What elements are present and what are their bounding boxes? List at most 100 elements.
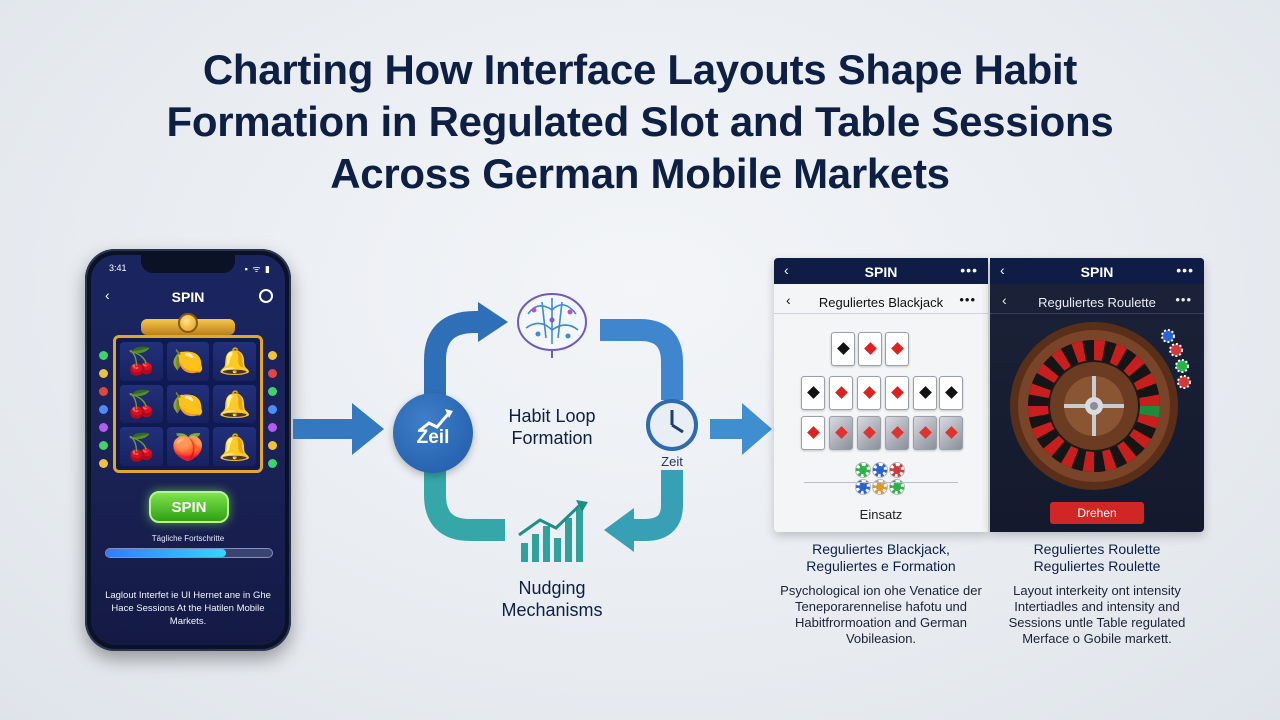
betting-chip[interactable] (890, 480, 904, 494)
right-indicator-dots (268, 351, 277, 468)
phone-caption: Laglout Interfet ie UI Hernet ane in Ghe… (105, 590, 271, 627)
blackjack-panel: ‹ SPIN ••• ‹ Reguliertes Blackjack ••• E… (774, 258, 988, 532)
loop-arc-top-right (600, 319, 683, 400)
stake-label: Einsatz (859, 507, 903, 522)
clock-icon (646, 399, 698, 451)
roulette-pocket (1051, 441, 1071, 464)
status-icons: ▪ ᯤ ▮ (244, 264, 271, 274)
back-icon[interactable]: ‹ (786, 292, 791, 308)
flow-arrow-left (293, 403, 384, 455)
roulette-pocket (1129, 429, 1152, 449)
roulette-pocket (1109, 343, 1127, 367)
more-icon[interactable]: ••• (959, 292, 976, 307)
progress-label: Tägliche Fortschritte (151, 534, 225, 543)
page-title: Charting How Interface Layouts Shape Hab… (0, 44, 1280, 200)
reel-symbol-bell-icon: 🔔 (213, 384, 256, 424)
playing-card (913, 416, 937, 450)
roulette-pocket (1031, 373, 1055, 391)
growth-chart-icon (418, 409, 453, 433)
roulette-wheel-icon (1010, 322, 1191, 490)
back-icon[interactable]: ‹ (105, 287, 110, 303)
roulette-pocket (1071, 449, 1087, 471)
loop-arc-top-left (424, 311, 482, 395)
betting-chip[interactable] (890, 463, 904, 477)
roulette-pocket (1117, 348, 1137, 371)
back-icon[interactable]: ‹ (1002, 292, 1007, 308)
phone-notch (141, 255, 235, 273)
roulette-topbar: ‹ SPIN ••• (990, 258, 1204, 284)
blackjack-caption-body: Psychological ion ohe Venatice der Tenep… (780, 583, 982, 646)
roulette-pocket (1029, 383, 1051, 399)
title-line-2: Formation in Regulated Slot and Table Se… (166, 98, 1114, 145)
more-icon[interactable]: ••• (1176, 262, 1194, 278)
menu-circle-icon[interactable] (259, 289, 273, 303)
topbar-title: SPIN (864, 264, 898, 280)
roulette-pocket (1061, 343, 1079, 367)
back-icon[interactable]: ‹ (784, 262, 789, 278)
roulette-pocket (1137, 413, 1159, 429)
nudging-line-1: Nudging (518, 578, 586, 598)
roulette-panel: ‹ SPIN ••• ‹ Reguliertes Roulette ••• Dr… (990, 258, 1204, 532)
roulette-caption-body: Layout interkeity ont intensity Intertia… (1008, 583, 1186, 646)
more-icon[interactable]: ••• (1175, 292, 1192, 307)
spin-button[interactable]: SPIN (149, 491, 229, 523)
status-time: 3:41 (109, 263, 127, 273)
roulette-pocket (1061, 445, 1079, 469)
roulette-subbar: ‹ Reguliertes Roulette ••• (990, 288, 1204, 314)
more-icon[interactable]: ••• (960, 262, 978, 278)
roulette-pocket (1082, 340, 1094, 361)
playing-card (857, 416, 881, 450)
playing-card (857, 376, 881, 410)
playing-card (885, 376, 909, 410)
roulette-pocket (1029, 413, 1051, 429)
roulette-pocket (1101, 341, 1117, 363)
habit-loop-line-1: Habit Loop (508, 406, 596, 426)
loop-arc-bottom-left (424, 470, 505, 541)
playing-card (829, 416, 853, 450)
betting-chip[interactable] (856, 463, 870, 477)
roulette-pocket (1109, 445, 1127, 469)
daily-progress-bar (105, 548, 273, 558)
playing-card (885, 332, 909, 366)
roulette-caption-line-1: Reguliertes Roulette (1033, 541, 1161, 557)
playing-card (831, 332, 855, 366)
reel-symbol-lemon-icon: 🍋 (166, 342, 210, 381)
roulette-pocket (1139, 394, 1160, 406)
betting-chip[interactable] (856, 480, 870, 494)
roulette-pocket (1101, 449, 1117, 471)
roulette-pocket (1139, 406, 1160, 418)
betting-chip[interactable] (873, 480, 887, 494)
roulette-pocket (1094, 451, 1106, 472)
slot-reels: 🍒 🍋 🔔 🍒 🍋 🔔 🍒 🍑 🔔 (113, 335, 263, 473)
phone-header: ‹ SPIN (91, 285, 285, 309)
reel-gem-icon (178, 313, 198, 333)
blackjack-topbar: ‹ SPIN ••• (774, 258, 988, 284)
title-line-1: Charting How Interface Layouts Shape Hab… (202, 46, 1078, 93)
phone-title: SPIN (171, 289, 205, 305)
blackjack-title: Reguliertes Blackjack (818, 295, 944, 310)
playing-card (801, 376, 825, 410)
playing-card (885, 416, 909, 450)
spin-roulette-button[interactable]: Drehen (1050, 502, 1144, 524)
roulette-pocket (1117, 441, 1137, 464)
roulette-pocket (1028, 406, 1049, 418)
brain-icon (517, 293, 587, 358)
habit-loop-line-2: Formation (511, 428, 593, 448)
back-icon[interactable]: ‹ (1000, 262, 1005, 278)
left-indicator-dots (99, 351, 108, 468)
phone-screen: 3:41 ▪ ᯤ ▮ ‹ SPIN 🍒 🍋 🔔 🍒 🍋 🔔 🍒 🍑 🔔 (91, 255, 285, 645)
blackjack-subbar: ‹ Reguliertes Blackjack ••• (774, 288, 988, 314)
topbar-title: SPIN (1080, 264, 1114, 280)
betting-chip[interactable] (873, 463, 887, 477)
reel-symbol-plum-icon: 🍑 (166, 427, 210, 466)
playing-card (801, 416, 825, 450)
time-label: Zeit (661, 454, 683, 469)
roulette-pocket (1036, 363, 1059, 383)
roulette-pocket (1123, 355, 1145, 377)
roulette-pocket (1133, 373, 1157, 391)
roulette-pocket (1043, 355, 1065, 377)
roulette-pocket (1031, 421, 1055, 439)
slot-phone-mockup: 3:41 ▪ ᯤ ▮ ‹ SPIN 🍒 🍋 🔔 🍒 🍋 🔔 🍒 🍑 🔔 (85, 249, 291, 651)
blackjack-caption-title: Reguliertes Blackjack, Reguliertes e For… (774, 541, 988, 575)
